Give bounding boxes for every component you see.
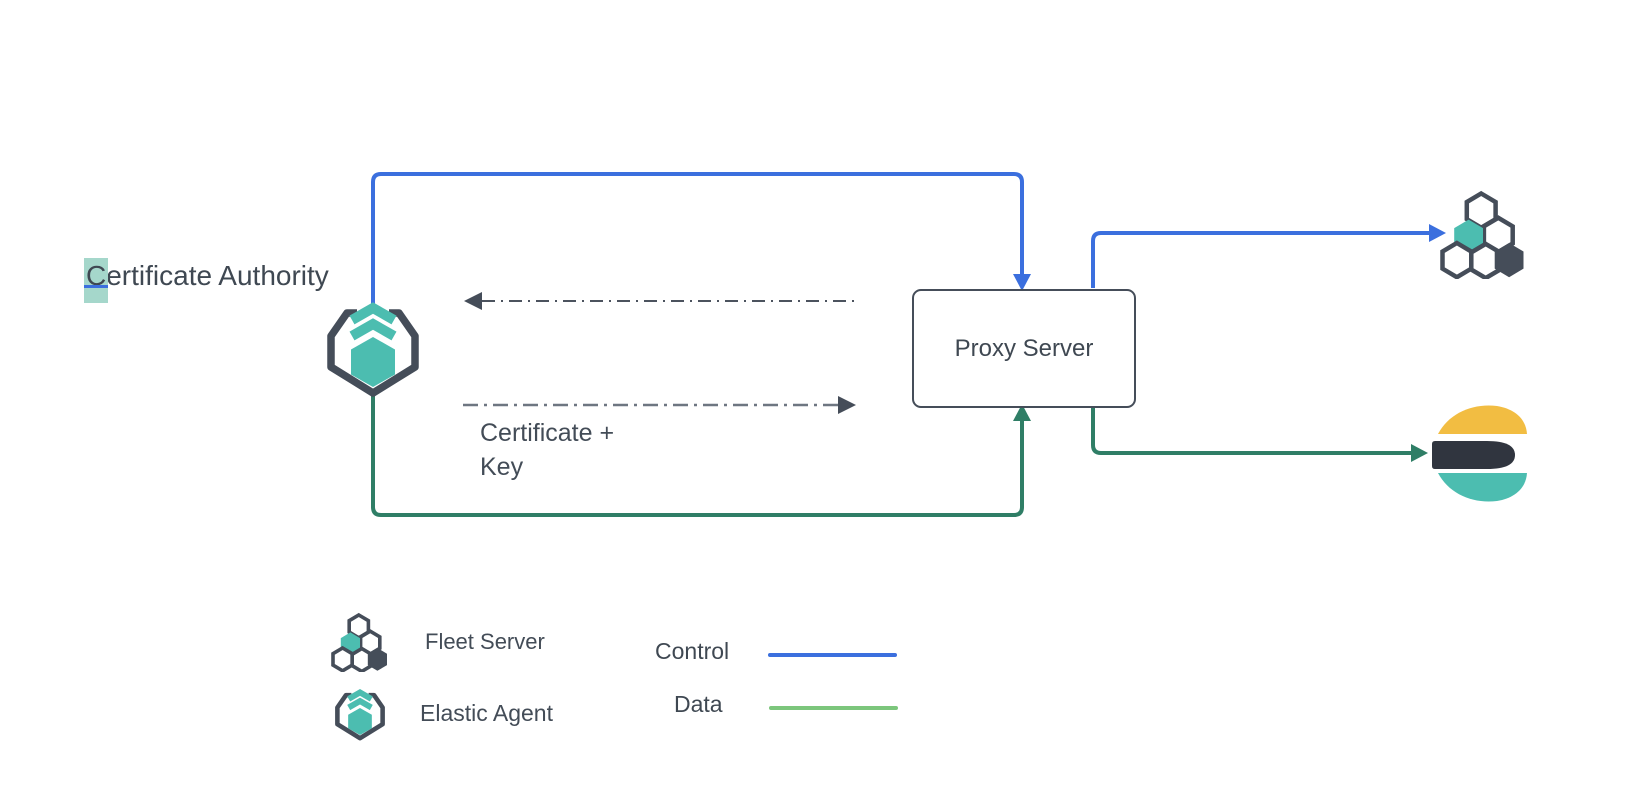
dashed-connector-agent-to-proxy[interactable]: [463, 396, 856, 414]
agent-bracket: [327, 309, 419, 397]
fleet-hex-outline: [331, 645, 354, 672]
arrowhead-up: [1013, 404, 1031, 421]
connector-line: [371, 396, 1024, 517]
elastic-agent-icon[interactable]: [321, 298, 425, 400]
data-connector-proxy-to-elasticsearch[interactable]: [1091, 405, 1428, 462]
arrowhead-left: [464, 292, 482, 310]
agent-bracket: [335, 692, 385, 741]
connector-line: [371, 172, 1024, 306]
highlighted-char: C: [86, 260, 107, 291]
arrowhead-right: [838, 396, 856, 414]
control-connector-proxy-to-fleet[interactable]: [1091, 224, 1446, 288]
fleet-server-icon[interactable]: [1437, 189, 1529, 279]
arrowhead-right: [1429, 224, 1446, 242]
elastic-logo-top: [1438, 405, 1527, 434]
agent-hexagon: [351, 337, 395, 387]
certificate-key-label[interactable]: Certificate + Key: [480, 416, 614, 484]
legend-data-label: Data: [674, 691, 723, 717]
certificate-authority-label[interactable]: Certificate Authority: [84, 258, 329, 303]
arrowhead-down: [1013, 274, 1031, 291]
text-cursor-underline: [84, 285, 109, 288]
fleet-hex-outline: [1440, 240, 1474, 279]
agent-chevron-bottom: [349, 318, 397, 341]
certificate-key-line1: Certificate +: [480, 419, 615, 447]
legend-fleet-server-label: Fleet Server: [425, 629, 545, 654]
legend-elastic-agent-label: Elastic Agent: [420, 700, 553, 726]
fleet-hex-dark: [1494, 243, 1524, 278]
selected-character-highlight: C: [84, 258, 109, 303]
fleet-hex-dark: [367, 648, 387, 671]
legend-control-label: Control: [655, 638, 730, 664]
arrowhead-right: [1411, 444, 1428, 462]
data-connector-agent-to-proxy[interactable]: [371, 396, 1031, 517]
elastic-logo-bottom: [1438, 473, 1527, 502]
proxy-server-node[interactable]: Proxy Server: [912, 289, 1136, 408]
elasticsearch-icon[interactable]: [1431, 403, 1528, 503]
agent-chevron-top: [349, 302, 397, 325]
legend-control-line-swatch[interactable]: [768, 653, 897, 657]
agent-hexagon: [348, 708, 372, 735]
label-text: ertificate Authority: [106, 260, 329, 291]
agent-chevron-top: [347, 689, 373, 702]
elastic-logo-middle: [1432, 441, 1515, 469]
legend-elastic-agent-icon[interactable]: [332, 687, 388, 742]
legend-data-line-swatch[interactable]: [769, 706, 898, 710]
control-connector-agent-to-proxy[interactable]: [371, 172, 1031, 306]
legend-fleet-server-icon[interactable]: [329, 612, 391, 672]
agent-chevron-bottom: [347, 697, 373, 711]
certificate-key-line2: Key: [480, 453, 524, 481]
connector-line: [1091, 231, 1430, 288]
connector-line: [1091, 405, 1412, 455]
proxy-server-label: Proxy Server: [954, 334, 1094, 362]
dashed-connector-proxy-to-agent[interactable]: [464, 292, 858, 310]
